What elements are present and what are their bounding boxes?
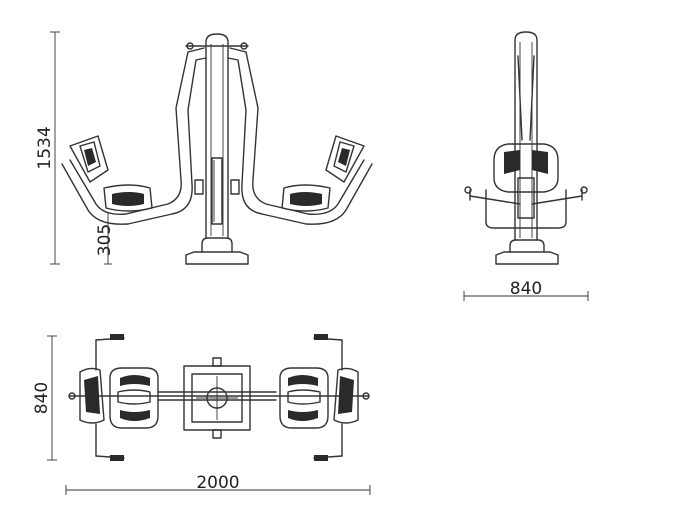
plan-depth-dimension: 840 (32, 335, 57, 461)
side-view (464, 31, 588, 265)
side-width-label: 840 (510, 279, 542, 299)
plan-depth-label: 840 (32, 382, 52, 414)
side-width-dimension: 840 (463, 279, 589, 301)
seat-height-dimension: 305 (95, 212, 115, 265)
front-view (61, 33, 373, 265)
plan-view (68, 334, 370, 461)
seat-height-label: 305 (95, 224, 115, 256)
plan-length-dimension: 2000 (65, 473, 371, 495)
height-label: 1534 (35, 126, 55, 169)
height-dimension: 1534 (35, 31, 60, 265)
plan-length-label: 2000 (196, 473, 239, 493)
